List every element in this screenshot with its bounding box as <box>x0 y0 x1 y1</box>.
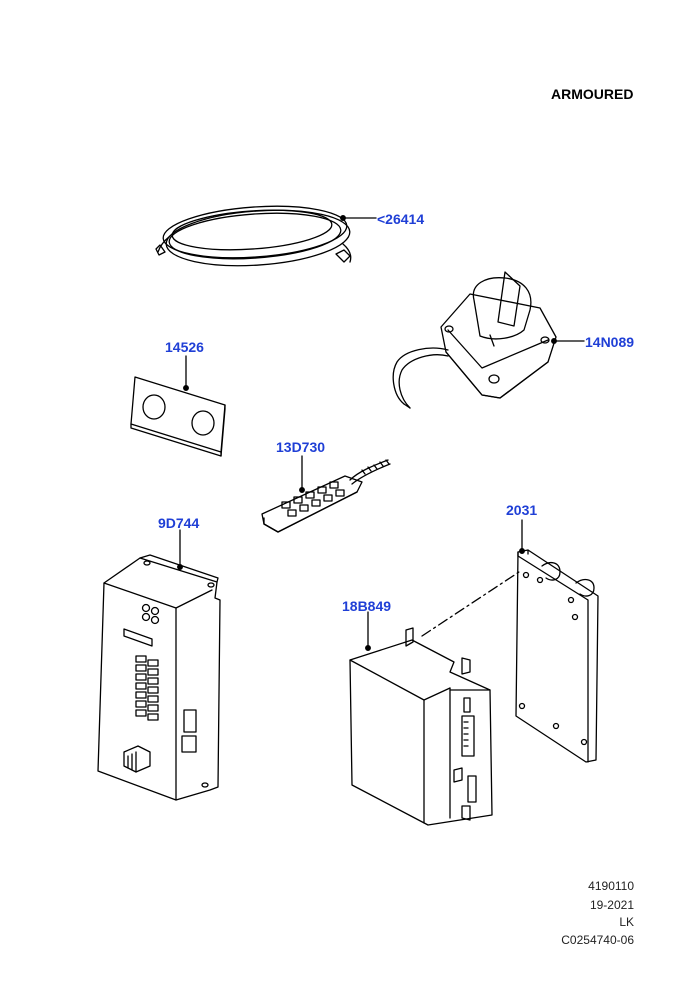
isolator-switch-illustration <box>392 271 557 409</box>
callout-plate[interactable]: 14526 <box>165 339 204 355</box>
mounting-plate-illustration <box>515 549 599 763</box>
footer-ref-line2: 19-2021 <box>589 898 634 912</box>
keypad-illustration <box>261 459 391 533</box>
heading: ARMOURED <box>551 86 634 102</box>
callout-module[interactable]: 18B849 <box>342 598 392 614</box>
callout-keypad[interactable]: 13D730 <box>276 439 326 455</box>
callout-mounting-plate[interactable]: 2031 <box>506 502 538 518</box>
cable-illustration <box>155 205 352 267</box>
module-illustration <box>349 627 493 826</box>
control-box-illustration <box>97 554 221 801</box>
footer-ref-line4: C0254740-06 <box>561 933 634 947</box>
callout-isolator-switch[interactable]: 14N089 <box>585 334 635 350</box>
callout-control-box[interactable]: 9D744 <box>158 515 200 531</box>
footer-ref-line1: 4190110 <box>588 879 634 893</box>
footer-ref-line3: LK <box>619 915 634 929</box>
callout-cable[interactable]: <26414 <box>377 211 425 227</box>
plate-illustration <box>130 376 226 457</box>
